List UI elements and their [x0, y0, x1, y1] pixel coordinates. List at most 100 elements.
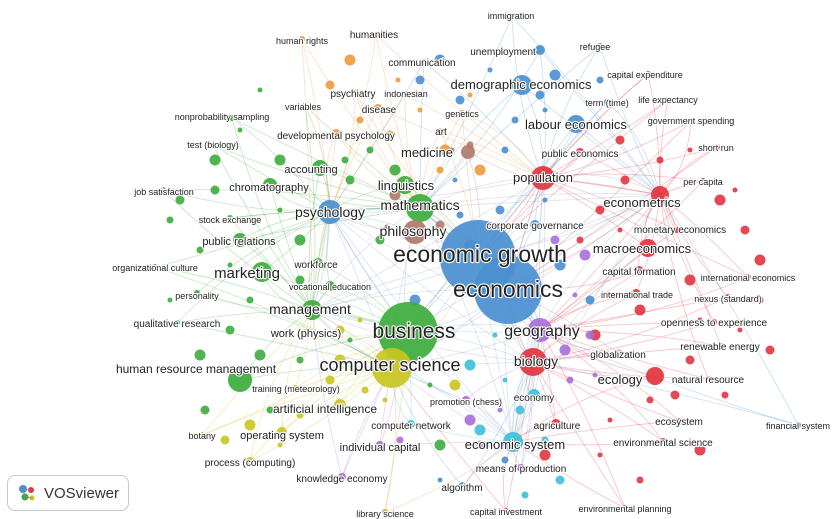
- unlabeled-node[interactable]: [384, 224, 390, 230]
- unlabeled-node[interactable]: [475, 440, 485, 450]
- label-geography[interactable]: geography: [503, 322, 581, 341]
- node-personality[interactable]: [194, 290, 200, 296]
- label-public-economics[interactable]: public economics: [541, 148, 620, 161]
- label-population[interactable]: population: [512, 169, 574, 186]
- node-library-science[interactable]: [382, 509, 388, 515]
- label-mathematics[interactable]: mathematics: [379, 196, 461, 214]
- unlabeled-node[interactable]: [220, 435, 230, 445]
- unlabeled-node[interactable]: [636, 476, 644, 484]
- node-ecosystem[interactable]: [676, 418, 682, 424]
- label-qualitative-research[interactable]: qualitative research: [133, 318, 222, 331]
- label-organizational-culture[interactable]: organizational culture: [111, 262, 199, 274]
- label-algorithm[interactable]: algorithm: [440, 482, 483, 495]
- unlabeled-node[interactable]: [511, 116, 519, 124]
- unlabeled-node[interactable]: [756, 296, 764, 304]
- label-genetics[interactable]: genetics: [444, 108, 480, 120]
- label-work-physics[interactable]: work (physics): [269, 327, 342, 341]
- node-labour-economics[interactable]: [567, 115, 585, 133]
- unlabeled-node[interactable]: [266, 406, 274, 414]
- label-demographic-economics[interactable]: demographic economics: [449, 76, 593, 93]
- unlabeled-node[interactable]: [452, 177, 458, 183]
- label-vocational-education[interactable]: vocational education: [288, 281, 372, 293]
- unlabeled-node[interactable]: [449, 379, 461, 391]
- unlabeled-node[interactable]: [464, 359, 476, 371]
- unlabeled-node[interactable]: [415, 75, 425, 85]
- unlabeled-node[interactable]: [732, 187, 738, 193]
- unlabeled-node[interactable]: [341, 156, 349, 164]
- label-business[interactable]: business: [371, 319, 456, 344]
- node-variables[interactable]: [302, 103, 308, 109]
- unlabeled-node[interactable]: [167, 297, 173, 303]
- unlabeled-node[interactable]: [396, 436, 404, 444]
- unlabeled-node[interactable]: [555, 475, 565, 485]
- label-philosophy[interactable]: philosophy: [378, 222, 447, 240]
- label-humanities[interactable]: humanities: [349, 29, 400, 42]
- label-medicine[interactable]: medicine: [400, 144, 454, 161]
- unlabeled-node[interactable]: [277, 442, 283, 448]
- node-management[interactable]: [302, 300, 322, 320]
- unlabeled-node[interactable]: [765, 345, 775, 355]
- label-financial-system[interactable]: financial system: [765, 420, 831, 432]
- unlabeled-node[interactable]: [670, 390, 680, 400]
- label-international-trade[interactable]: international trade: [600, 289, 674, 301]
- node-environmental-planning[interactable]: [622, 505, 628, 511]
- node-environmental-science[interactable]: [660, 438, 666, 444]
- node-test-biology[interactable]: [210, 142, 216, 148]
- label-knowledge-economy[interactable]: knowledge economy: [295, 473, 388, 486]
- node-financial-system[interactable]: [795, 422, 801, 428]
- label-ecology[interactable]: ecology: [596, 371, 644, 388]
- unlabeled-node[interactable]: [334, 354, 346, 366]
- unlabeled-node[interactable]: [579, 249, 591, 261]
- node-nexus-standard[interactable]: [725, 294, 731, 300]
- label-monetary-economics[interactable]: monetary economics: [633, 224, 727, 237]
- node-international-economics[interactable]: [745, 274, 751, 280]
- label-stock-exchange[interactable]: stock exchange: [198, 214, 263, 226]
- node-psychiatry[interactable]: [352, 90, 358, 96]
- node-humanities[interactable]: [373, 32, 379, 38]
- node-computer-science[interactable]: [372, 348, 412, 388]
- unlabeled-node[interactable]: [344, 54, 356, 66]
- unlabeled-node[interactable]: [246, 296, 254, 304]
- node-operating-system[interactable]: [277, 427, 287, 437]
- label-economics[interactable]: economics: [452, 275, 564, 303]
- node-accounting[interactable]: [312, 160, 328, 176]
- node-developmental-psychology[interactable]: [332, 129, 340, 137]
- unlabeled-node[interactable]: [225, 325, 235, 335]
- unlabeled-node[interactable]: [467, 92, 473, 98]
- label-agriculture[interactable]: agriculture: [533, 420, 582, 433]
- unlabeled-node[interactable]: [474, 164, 486, 176]
- unlabeled-node[interactable]: [439, 144, 451, 156]
- node-economy[interactable]: [528, 389, 540, 401]
- label-capital-expenditure[interactable]: capital expenditure: [606, 69, 684, 81]
- node-psychology[interactable]: [318, 200, 342, 224]
- unlabeled-node[interactable]: [656, 156, 664, 164]
- unlabeled-node[interactable]: [502, 377, 508, 383]
- unlabeled-node[interactable]: [274, 154, 286, 166]
- unlabeled-node[interactable]: [754, 254, 766, 266]
- unlabeled-node[interactable]: [325, 80, 335, 90]
- unlabeled-node[interactable]: [721, 391, 729, 399]
- unlabeled-node[interactable]: [495, 205, 505, 215]
- label-life-expectancy[interactable]: life expectancy: [637, 94, 699, 106]
- unlabeled-node[interactable]: [595, 205, 605, 215]
- label-means-of-production[interactable]: means of production: [475, 463, 568, 476]
- unlabeled-node[interactable]: [585, 330, 595, 340]
- unlabeled-node[interactable]: [554, 259, 566, 271]
- label-economic-growth[interactable]: economic growth: [392, 240, 568, 268]
- unlabeled-node[interactable]: [542, 197, 548, 203]
- unlabeled-node[interactable]: [296, 356, 304, 364]
- label-per-capita[interactable]: per capita: [682, 176, 724, 188]
- node-vocational-education[interactable]: [325, 281, 335, 291]
- node-refugee[interactable]: [597, 43, 603, 49]
- unlabeled-node[interactable]: [382, 397, 388, 403]
- node-promotion-chess[interactable]: [462, 396, 470, 404]
- label-biology[interactable]: biology: [513, 352, 560, 370]
- label-labour-economics[interactable]: labour economics: [524, 116, 629, 133]
- label-chromatography[interactable]: chromatography: [228, 181, 310, 195]
- label-macroeconomics[interactable]: macroeconomics: [592, 240, 693, 257]
- label-public-relations[interactable]: public relations: [201, 235, 277, 249]
- label-job-satisfaction[interactable]: job satisfaction: [132, 186, 195, 198]
- label-promotion-chess[interactable]: promotion (chess): [429, 396, 503, 408]
- node-qualitative-research[interactable]: [174, 320, 180, 326]
